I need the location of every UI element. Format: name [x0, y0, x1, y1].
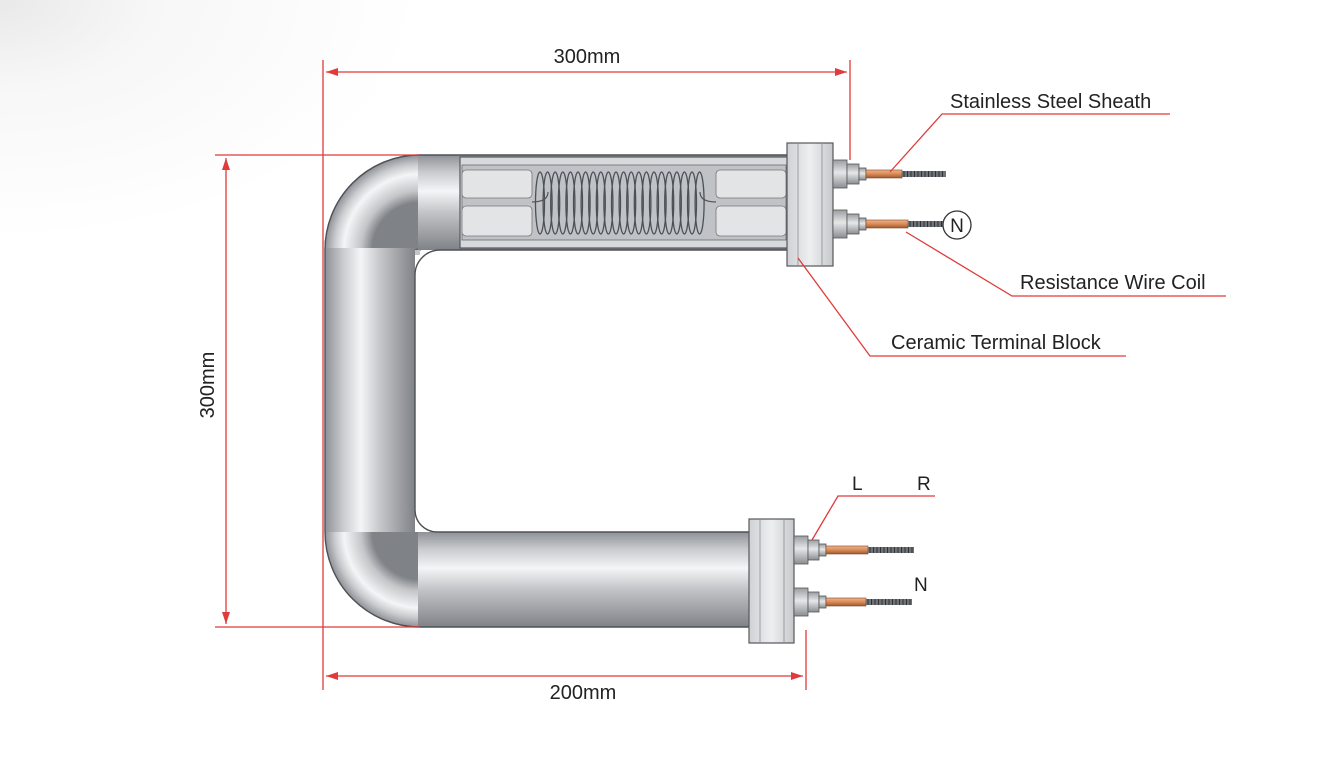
bottom-nut-1: [793, 535, 809, 565]
insulator-left-bottom: [461, 205, 533, 237]
terminal-r-label: R: [917, 474, 931, 495]
callout-block-label: Ceramic Terminal Block: [891, 332, 1102, 354]
bottom-nut-2: [793, 587, 809, 617]
coil-loop: [572, 171, 584, 235]
terminal-labels-bottom: L R N: [811, 474, 935, 596]
coil-loop: [595, 171, 606, 235]
top-nut-1: [832, 159, 848, 189]
coil-loop: [694, 171, 705, 235]
coil-loop: [618, 171, 629, 235]
bottom-tube-sheath: [418, 532, 752, 627]
top-copper-rod-2: [865, 219, 909, 229]
resistance-wire-coil: [534, 171, 705, 235]
callout-sheath: Stainless Steel Sheath: [889, 91, 1170, 173]
terminal-l-label: L: [852, 474, 863, 495]
dimension-bottom: 200mm: [326, 630, 807, 704]
coil-loop: [534, 171, 546, 235]
bottom-dimension-label: 200mm: [550, 682, 617, 704]
dimension-top: 300mm: [322, 46, 851, 690]
top-threaded-end-2: [908, 221, 944, 227]
coil-loop: [580, 171, 591, 235]
coil-loop: [542, 171, 553, 235]
terminal-n-bottom-label: N: [914, 575, 928, 596]
cutaway-section: [459, 156, 789, 249]
top-copper-rod-1: [865, 169, 903, 179]
coil-loop: [626, 171, 637, 235]
insulator-right-top: [715, 169, 787, 199]
coil-loop: [588, 171, 599, 235]
top-threaded-end-1: [902, 171, 946, 177]
coil-loop: [656, 171, 667, 235]
coil-loop: [633, 171, 644, 235]
dimension-left: 300mm: [197, 154, 420, 628]
coil-loop: [686, 171, 698, 235]
top-terminal-block: [786, 142, 834, 267]
coil-loop: [641, 171, 652, 235]
coil-loop: [664, 171, 675, 235]
callout-coil-label: Resistance Wire Coil: [1020, 272, 1206, 294]
insulator-right-bottom: [715, 205, 787, 237]
coil-loop: [565, 171, 576, 235]
callout-sheath-label: Stainless Steel Sheath: [950, 91, 1151, 113]
terminal-n-marker-top: N: [942, 210, 972, 240]
coil-loop: [671, 171, 682, 235]
coil-loop: [610, 171, 622, 235]
callout-block: Ceramic Terminal Block: [797, 257, 1126, 357]
coil-loop: [557, 171, 568, 235]
coil-loop: [648, 171, 660, 235]
coil-loop: [679, 171, 690, 235]
left-leg: [325, 248, 415, 534]
bottom-terminal-block: [748, 518, 795, 644]
insulator-left-top: [461, 169, 533, 199]
height-dimension-label: 300mm: [197, 352, 219, 419]
bottom-copper-rod-2: [825, 597, 867, 607]
top-nut-2: [832, 209, 848, 239]
coil-loop: [603, 171, 614, 235]
top-dimension-label: 300mm: [554, 46, 621, 68]
callout-coil: Resistance Wire Coil: [905, 231, 1226, 297]
terminal-n-top-label: N: [950, 216, 964, 237]
bottom-copper-rod-1: [825, 545, 869, 555]
bottom-terminal-assembly: [748, 518, 914, 644]
top-terminal-assembly: [786, 142, 946, 267]
bottom-bend: [325, 532, 420, 627]
coil-loop: [550, 171, 561, 235]
